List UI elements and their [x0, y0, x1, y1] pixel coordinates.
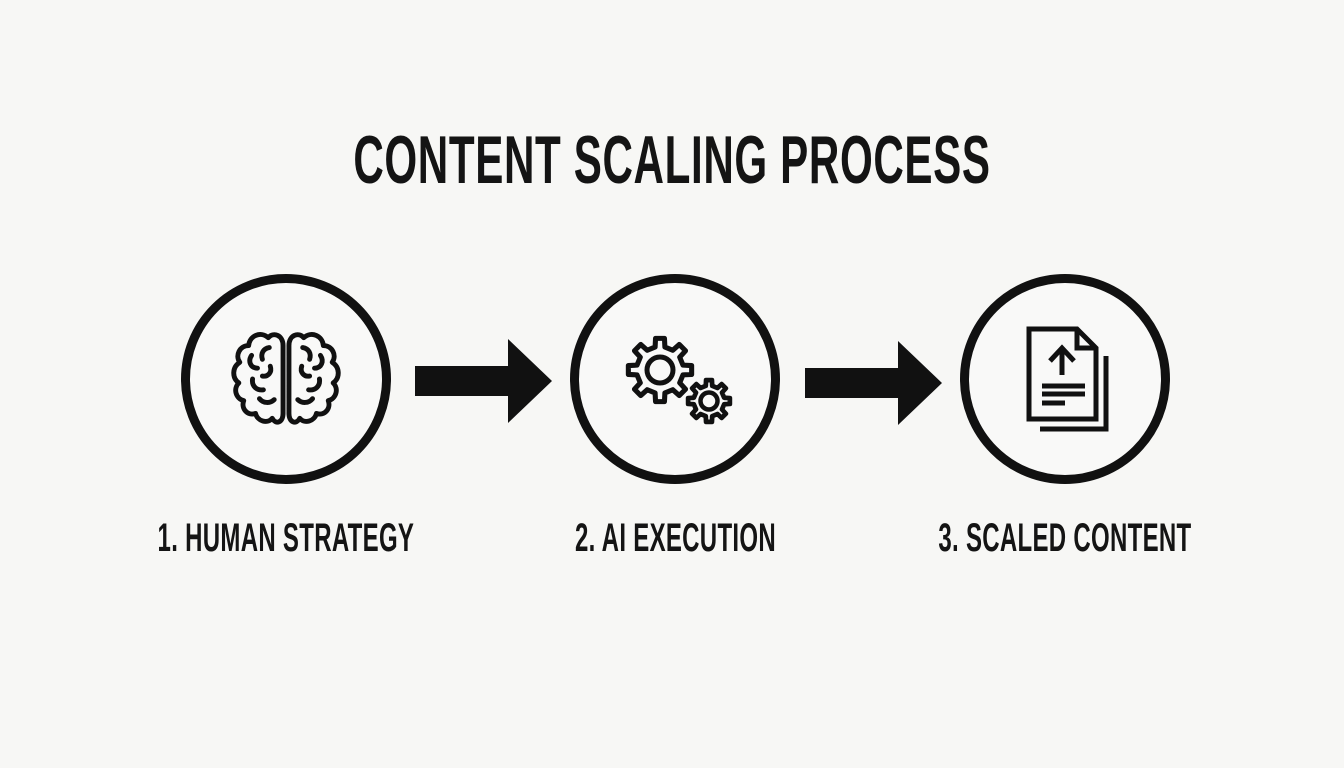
page-title: CONTENT SCALING PROCESS: [0, 126, 1344, 194]
brain-icon: [227, 320, 345, 438]
step-label: 3. SCALED CONTENT: [938, 516, 1192, 560]
document-upload-icon: [1005, 319, 1125, 439]
arrow-right-icon: [805, 341, 942, 425]
step-label: 1. HUMAN STRATEGY: [157, 516, 415, 560]
step-ai-execution: 2. AI EXECUTION: [425, 274, 925, 558]
step-circle: [960, 274, 1170, 484]
step-human-strategy: 1. HUMAN STRATEGY: [36, 274, 536, 558]
page-title-text: CONTENT SCALING PROCESS: [353, 122, 991, 198]
step-circle: [181, 274, 391, 484]
arrow-right-icon: [415, 339, 552, 423]
step-label: 2. AI EXECUTION: [574, 516, 776, 560]
step-circle: [570, 274, 780, 484]
step-scaled-content: 3. SCALED CONTENT: [815, 274, 1315, 558]
gears-icon: [615, 319, 735, 439]
